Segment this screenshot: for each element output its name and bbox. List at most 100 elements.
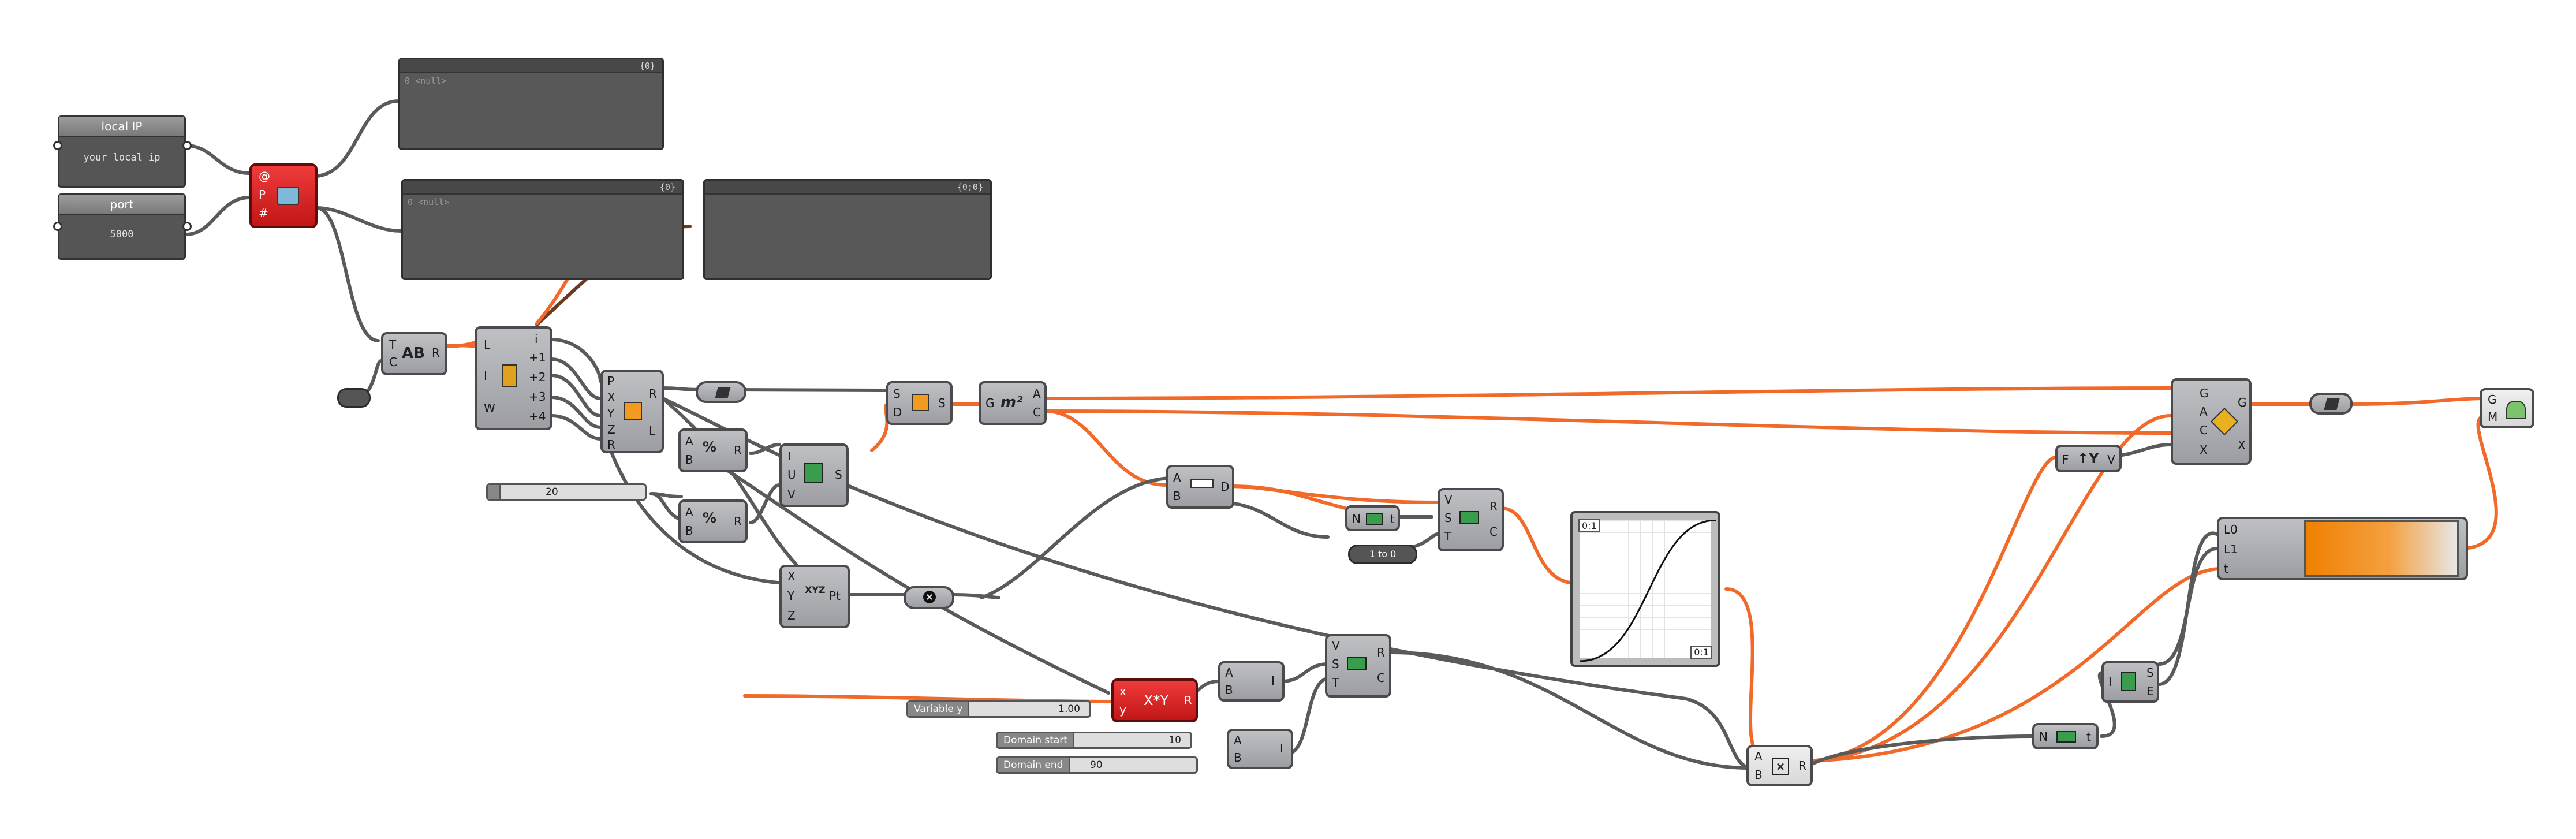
input-label: D: [893, 405, 902, 419]
series-component-1[interactable]: N t: [1345, 505, 1400, 531]
wire: [184, 144, 251, 175]
slider-handle[interactable]: [488, 485, 501, 499]
multiply-icon: ×: [1772, 758, 1789, 775]
panel-output-2[interactable]: {0} 0 <null>: [401, 179, 684, 280]
unit-vector-component[interactable]: I U V S: [779, 443, 849, 507]
local-ip-param[interactable]: local IP your local ip: [58, 115, 186, 188]
wire: [661, 397, 1751, 770]
input-label: G: [2488, 393, 2497, 407]
graph-domain-top: 0:1: [1578, 519, 1600, 532]
output-label: +1: [529, 350, 546, 364]
input-label: S: [1444, 511, 1452, 525]
input-label: A: [2200, 405, 2208, 419]
param-label: port: [59, 195, 184, 215]
param-value[interactable]: your local ip: [83, 152, 160, 163]
division-component-1[interactable]: A B R %: [678, 428, 748, 472]
input-label: T: [1332, 676, 1339, 689]
input-label: B: [1225, 683, 1233, 697]
wire: [1808, 567, 2222, 763]
flip-curve-component[interactable]: [696, 381, 746, 403]
output-label: R: [432, 346, 440, 360]
param-value[interactable]: 5000: [110, 229, 134, 240]
geometry-param[interactable]: [2309, 393, 2353, 415]
transform-icon: [2210, 407, 2239, 436]
transform-component[interactable]: G A C X G X: [2171, 378, 2252, 465]
plane-component[interactable]: P X Y Z R R L: [600, 370, 664, 453]
text-replace-component[interactable]: T C R AB: [381, 332, 447, 375]
area-component[interactable]: G A C m²: [979, 381, 1047, 425]
output-label: R: [1489, 499, 1498, 513]
input-label: X: [2200, 443, 2208, 457]
split-list-component[interactable]: L I W i +1 +2 +3 +4: [475, 326, 552, 430]
panel-row: 0 <null>: [405, 76, 447, 86]
output-label: R: [1798, 759, 1806, 773]
input-label: S: [893, 387, 901, 401]
wire: [685, 443, 1110, 695]
text-input-param[interactable]: [337, 388, 371, 408]
input-label: L: [484, 338, 491, 352]
wire: [661, 386, 700, 391]
output-label: S: [835, 468, 842, 482]
panel-output-1[interactable]: {0} 0 <null>: [398, 58, 664, 150]
slider-name: Domain end: [998, 758, 1070, 772]
slider-domain-end[interactable]: Domain end 90: [996, 756, 1198, 774]
construct-domain-1[interactable]: A B I: [1218, 661, 1285, 702]
vector-component[interactable]: F V ↑Y: [2055, 445, 2122, 472]
custom-preview-component[interactable]: G M: [2480, 388, 2534, 428]
wire: [315, 99, 400, 178]
wire: [749, 483, 781, 524]
wire: [2348, 397, 2484, 406]
graph-area[interactable]: [1580, 520, 1716, 662]
expression-text: X*Y: [1144, 692, 1169, 709]
wire: [1216, 501, 1330, 539]
output-label: i: [535, 332, 538, 346]
gradient-bar[interactable]: [2304, 520, 2459, 577]
remap-component-1[interactable]: V S T R C: [1438, 488, 1504, 551]
number-slider-20[interactable]: 20: [486, 483, 647, 501]
output-label: A: [1033, 387, 1041, 401]
panel-index: {0}: [659, 182, 675, 192]
wire: [550, 338, 602, 383]
remap-component-2[interactable]: V S T R C: [1325, 634, 1391, 698]
input-label: V: [787, 487, 796, 501]
param-label: local IP: [59, 117, 184, 137]
slider-domain-start[interactable]: Domain start 10: [996, 732, 1192, 749]
input-grip[interactable]: [53, 222, 62, 231]
input-label: x: [1119, 684, 1126, 698]
multiplication-component[interactable]: A B R ×: [1746, 745, 1813, 786]
output-grip[interactable]: [182, 141, 192, 150]
input-label: Y: [787, 589, 795, 603]
bounds-component[interactable]: I S E: [2101, 661, 2159, 703]
division-component-2[interactable]: A B R %: [678, 499, 748, 543]
panel-output-3[interactable]: {0;0}: [703, 179, 992, 280]
distance-component[interactable]: A B D: [1166, 465, 1234, 509]
input-grip[interactable]: [53, 141, 62, 150]
xyz-icon: XYZ: [805, 584, 826, 595]
input-label: B: [1234, 751, 1242, 765]
output-label: t: [1390, 512, 1395, 526]
expression-component[interactable]: x y X*Y R: [1111, 678, 1198, 722]
series-component-2[interactable]: N t: [2032, 723, 2099, 749]
construct-domain-2[interactable]: A B I: [1227, 729, 1293, 769]
input-label: B: [685, 453, 693, 467]
slider-name: Variable y: [908, 702, 970, 716]
slider-variable-y[interactable]: Variable y 1.00: [906, 700, 1091, 718]
input-label: P: [607, 374, 615, 388]
point-param[interactable]: ×: [904, 586, 954, 609]
input-label: R: [607, 438, 615, 452]
output-label: C: [1377, 671, 1385, 685]
output-label: E: [2146, 684, 2154, 698]
output-grip[interactable]: [182, 222, 192, 231]
surface-split-component[interactable]: S D S: [886, 381, 953, 425]
port-param[interactable]: port 5000: [58, 193, 186, 260]
domain-param-1-to-0[interactable]: 1 to 0: [1348, 545, 1417, 564]
input-label: A: [1754, 749, 1763, 763]
output-label: V: [2107, 453, 2115, 467]
series-icon: [1366, 513, 1383, 525]
construct-point-component[interactable]: X Y Z Pt XYZ: [779, 565, 850, 628]
wire: [315, 206, 380, 342]
udp-receiver-component[interactable]: @ P #: [249, 163, 318, 228]
input-label: U: [787, 468, 796, 482]
graph-mapper[interactable]: 0:1 0:1: [1570, 511, 1720, 667]
